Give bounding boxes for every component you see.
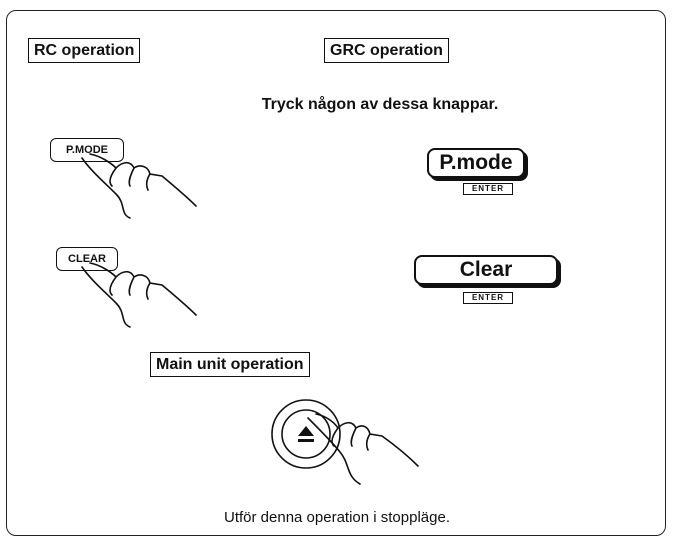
eject-button-with-hand — [271, 399, 419, 485]
grc-pmode-enter-text: ENTER — [462, 183, 514, 195]
eject-icon — [298, 426, 314, 442]
footer-note: Utför denna operation i stoppläge. — [224, 509, 450, 526]
grc-operation-label: GRC operation — [324, 38, 449, 63]
rc-operation-label: RC operation — [28, 38, 141, 63]
grc-clear-button[interactable]: Clear — [414, 255, 558, 285]
grc-clear-enter-tag: ENTER — [448, 292, 528, 304]
grc-pmode-button[interactable]: P.mode — [427, 148, 525, 178]
grc-pmode-enter-tag: ENTER — [452, 183, 524, 195]
main-unit-operation-label: Main unit operation — [150, 352, 310, 377]
panel-frame — [6, 10, 666, 536]
rc-clear-button[interactable]: CLEAR — [56, 247, 118, 271]
rc-pmode-button[interactable]: P.MODE — [50, 138, 124, 162]
pressing-hand-icon — [307, 413, 419, 485]
pressing-hand-icon — [81, 262, 197, 328]
pressing-hand-icon — [81, 153, 197, 219]
grc-clear-enter-text: ENTER — [462, 292, 514, 304]
instruction-text: Tryck någon av dessa knappar. — [261, 96, 499, 113]
